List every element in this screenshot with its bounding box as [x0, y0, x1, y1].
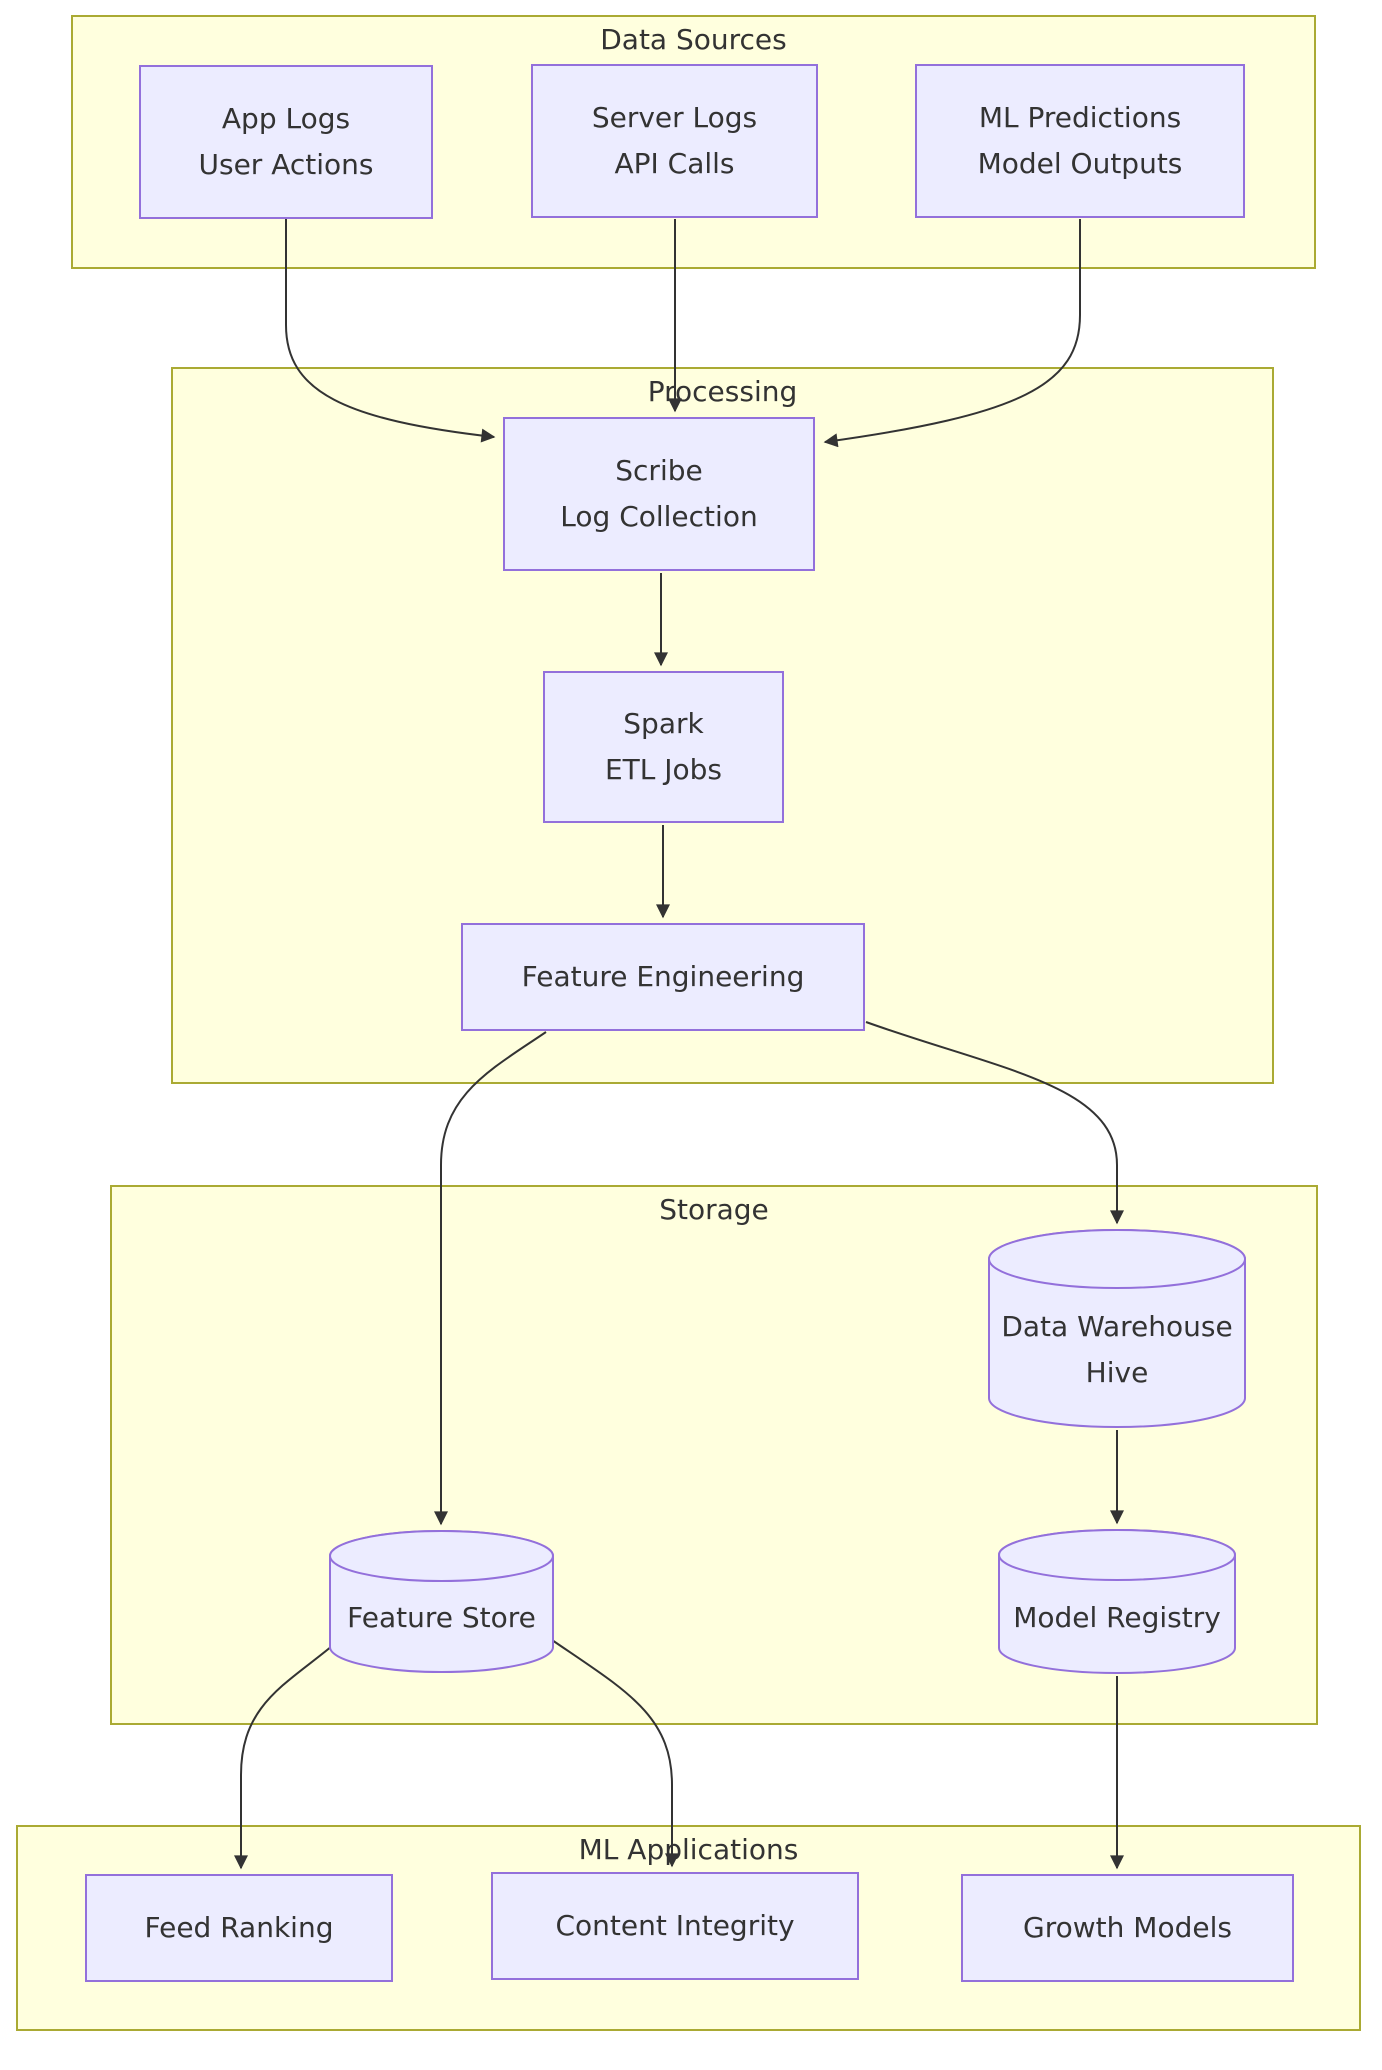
edge-feature-store-to-feed-ranking [234, 1645, 333, 1870]
node-label: ML Predictions [978, 101, 1182, 134]
node-label: Feed Ranking [144, 1911, 334, 1944]
node-label: Hive [1085, 1355, 1149, 1389]
node-label: Scribe [615, 454, 703, 487]
node-label: Content Integrity [555, 1909, 795, 1942]
node-feed-ranking: Feed Ranking [85, 1874, 393, 1982]
node-app-logs: App Logs User Actions [139, 65, 433, 219]
cluster-title-storage: Storage [659, 1193, 769, 1226]
edge-ml-predictions-to-scribe [823, 219, 1081, 448]
database-model-registry: Model Registry [998, 1529, 1236, 1674]
node-spark: Spark ETL Jobs [543, 671, 784, 823]
node-label: API Calls [614, 147, 735, 180]
cylinder-shape [329, 1530, 554, 1673]
node-content-integrity: Content Integrity [491, 1872, 859, 1980]
node-label: Data Warehouse [1001, 1309, 1233, 1343]
node-ml-predictions: ML Predictions Model Outputs [915, 64, 1245, 218]
database-data-warehouse: Data Warehouse Hive [988, 1229, 1246, 1428]
node-label: User Actions [198, 148, 374, 181]
node-label: Server Logs [591, 101, 758, 134]
edge-feature-store-to-content-integrity [551, 1639, 679, 1868]
node-label: Feature Engineering [521, 960, 805, 993]
cluster-title-data-sources: Data Sources [600, 23, 787, 56]
edge-app-logs-to-scribe [285, 219, 496, 443]
node-label: ETL Jobs [604, 753, 723, 786]
node-label: Spark [623, 707, 704, 740]
node-label: App Logs [221, 102, 351, 135]
node-label: Feature Store [347, 1600, 536, 1634]
database-feature-store: Feature Store [329, 1530, 554, 1673]
node-server-logs: Server Logs API Calls [531, 64, 818, 218]
edge-feature-engineering-to-feature-store [434, 1031, 547, 1526]
node-label: Model Outputs [977, 147, 1183, 180]
node-scribe: Scribe Log Collection [503, 417, 815, 571]
cylinder-shape [988, 1229, 1246, 1428]
node-label: Log Collection [560, 500, 758, 533]
node-label: Growth Models [1023, 1911, 1232, 1944]
cluster-title-ml-applications: ML Applications [578, 1833, 799, 1866]
edge-feature-engineering-to-data-warehouse [865, 1021, 1124, 1225]
node-growth-models: Growth Models [961, 1874, 1294, 1982]
cylinder-shape [998, 1529, 1236, 1674]
node-label: Model Registry [1013, 1600, 1221, 1634]
node-feature-engineering: Feature Engineering [461, 923, 865, 1031]
